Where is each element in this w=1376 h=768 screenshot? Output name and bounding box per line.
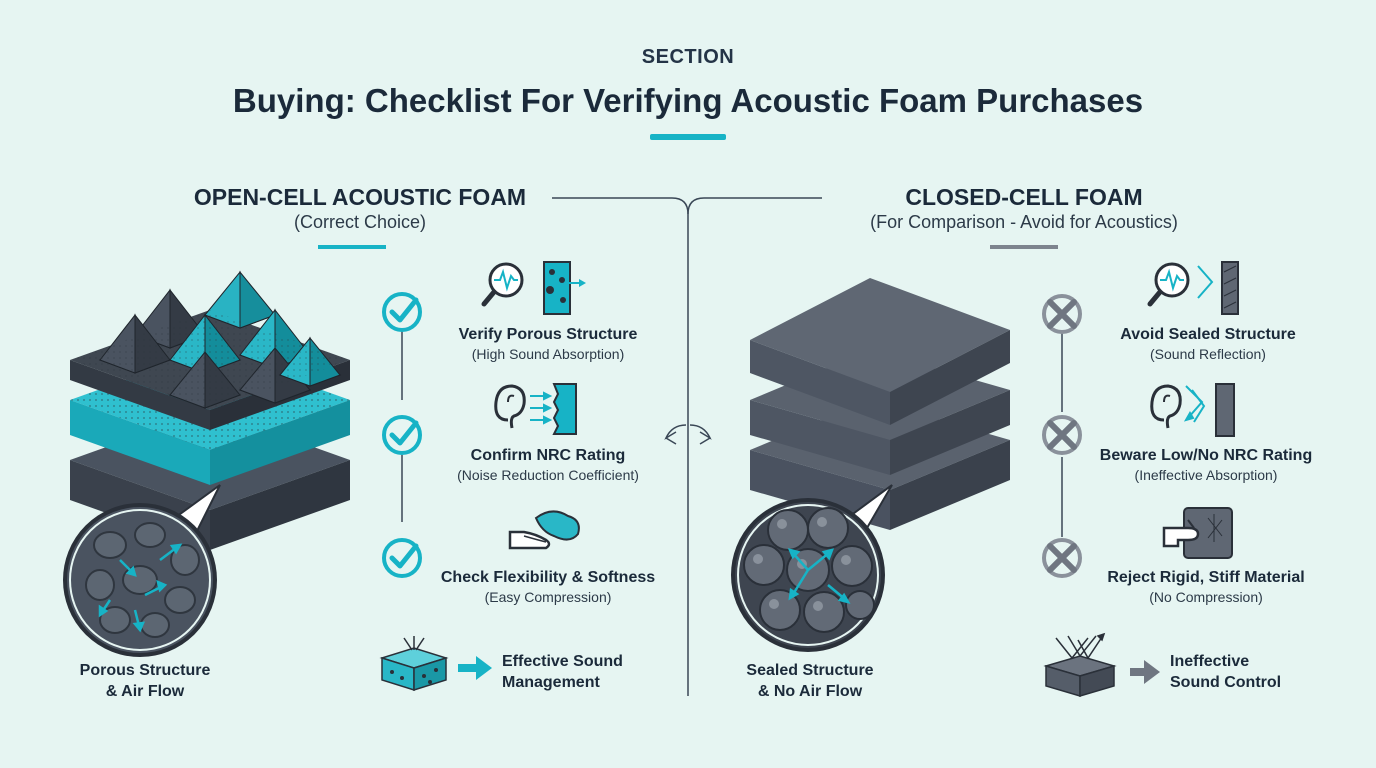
magnifier-porous-icon: [481, 261, 586, 315]
closed-cell-title: CLOSED-CELL FOAM: [905, 184, 1143, 210]
closed-cell-caption-line2: & No Air Flow: [757, 683, 863, 700]
page-title: Buying: Checklist For Verifying Acoustic…: [232, 82, 1144, 119]
reject-rigid-title: Reject Rigid, Stiff Material: [1107, 569, 1305, 586]
closed-result-line1: Ineffective: [1170, 653, 1250, 670]
section-label: SECTION: [641, 46, 735, 68]
beware-nrc-subtitle: (Ineffective Absorption): [1134, 467, 1278, 483]
confirm-nrc-title: Confirm NRC Rating: [470, 447, 626, 464]
hand-press-icon: [1162, 507, 1233, 559]
closed-cell-subtitle: (For Comparison - Avoid for Acoustics): [870, 212, 1178, 232]
ear-absorption-icon: [494, 383, 577, 435]
reflect-block-icon: [1043, 632, 1160, 698]
reject-rigid-subtitle: (No Compression): [1149, 589, 1263, 605]
closed-result-line2: Sound Control: [1170, 674, 1282, 691]
x-icon: [1042, 415, 1082, 455]
check-flex-title: Check Flexibility & Softness: [440, 569, 656, 586]
check-icon: [382, 415, 422, 455]
x-column: [1042, 294, 1082, 578]
open-cell-title: OPEN-CELL ACOUSTIC FOAM: [193, 184, 527, 210]
avoid-sealed-title: Avoid Sealed Structure: [1120, 326, 1296, 343]
closed-cell-caption-line1: Sealed Structure: [746, 662, 874, 679]
avoid-sealed-subtitle: (Sound Reflection): [1150, 346, 1266, 362]
magnifier-sealed-icon: [1147, 261, 1239, 315]
hand-squeeze-icon: [508, 510, 580, 550]
check-column: [382, 292, 422, 578]
open-cell-caption-line1: Porous Structure: [79, 662, 211, 679]
open-cell-underline: [318, 245, 386, 249]
open-cell-subtitle: (Correct Choice): [293, 212, 427, 232]
check-icon: [382, 292, 422, 332]
closed-cell-underline: [990, 245, 1058, 249]
confirm-nrc-subtitle: (Noise Reduction Coefficient): [457, 467, 639, 483]
beware-nrc-title: Beware Low/No NRC Rating: [1099, 447, 1313, 464]
open-result-line1: Effective Sound: [502, 653, 623, 670]
open-cell-foam-illustration: [63, 270, 350, 657]
arrow-left-icon: [664, 424, 687, 445]
x-icon: [1042, 538, 1082, 578]
check-icon: [382, 538, 422, 578]
open-cell-caption-line2: & Air Flow: [105, 683, 185, 700]
x-icon: [1042, 294, 1082, 334]
closed-cell-foam-illustration: [731, 278, 1010, 652]
arrow-right-icon: [689, 424, 712, 445]
title-underline: [650, 134, 726, 140]
open-result-line2: Management: [502, 674, 600, 691]
verify-porous-title: Verify Porous Structure: [458, 326, 638, 343]
ear-reflection-icon: [1150, 383, 1235, 437]
check-flex-subtitle: (Easy Compression): [484, 589, 612, 605]
verify-porous-subtitle: (High Sound Absorption): [471, 346, 625, 362]
absorb-block-icon: [379, 636, 492, 692]
